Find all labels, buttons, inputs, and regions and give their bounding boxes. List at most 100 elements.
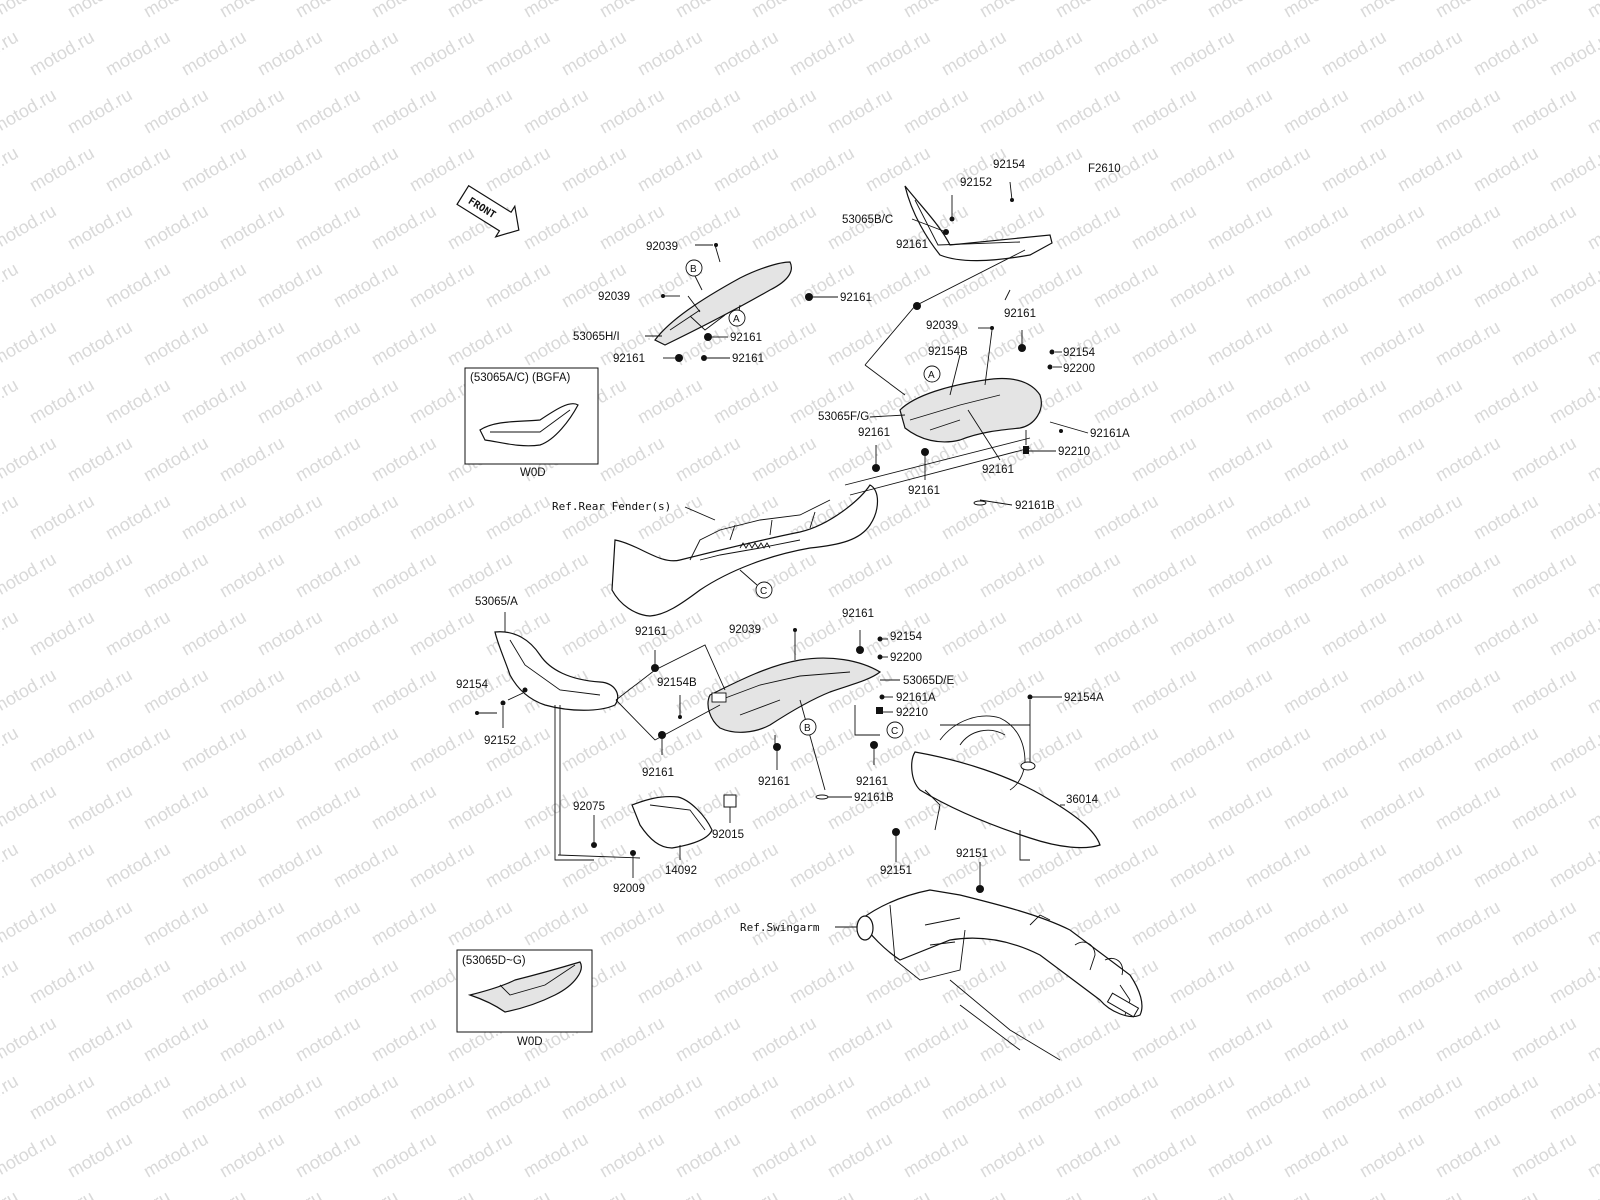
watermark-text: motod.ru [102,1071,174,1124]
front-arrow-icon: FRONT [456,184,520,238]
watermark-text: motod.ru [0,85,60,138]
watermark-text: motod.ru [1432,781,1504,834]
watermark-text: motod.ru [748,433,820,486]
watermark-text: motod.ru [254,143,326,196]
label-92151: 92151 [956,848,988,860]
watermark-text: motod.ru [330,1071,402,1124]
watermark-text: motod.ru [1128,1013,1200,1066]
watermark-text: motod.ru [254,1071,326,1124]
watermark-text: motod.ru [102,955,174,1008]
watermark-text: motod.ru [292,433,364,486]
watermark-text: motod.ru [0,201,60,254]
watermark-text: motod.ru [1242,375,1314,428]
label-92200: 92200 [1063,363,1095,375]
watermark-text: motod.ru [1394,723,1466,776]
watermark-text: motod.ru [748,1013,820,1066]
watermark-text: motod.ru [1014,1187,1086,1200]
watermark-text: motod.ru [0,723,22,776]
watermark-text: motod.ru [1052,85,1124,138]
watermark-text: motod.ru [1280,201,1352,254]
watermark-text: motod.ru [444,549,516,602]
label-53065a: 53065/A [475,596,518,608]
watermark-text: motod.ru [140,201,212,254]
watermark-text: motod.ru [330,143,402,196]
watermark-text: motod.ru [0,955,22,1008]
label-92039: 92039 [646,241,678,253]
watermark-text: motod.ru [216,1129,288,1182]
watermark-text: motod.ru [1356,201,1428,254]
watermark-text: motod.ru [710,839,782,892]
watermark-text: motod.ru [1394,259,1466,312]
watermark-text: motod.ru [1128,201,1200,254]
watermark-text: motod.ru [862,27,934,80]
watermark-text: motod.ru [330,1187,402,1200]
watermark-text: motod.ru [1470,607,1542,660]
watermark-text: motod.ru [1280,1013,1352,1066]
watermark-text: motod.ru [1242,839,1314,892]
watermark-text: motod.ru [824,85,896,138]
watermark-text: motod.ru [140,85,212,138]
label-92161: 92161 [982,464,1014,476]
label-53065hi: 53065H/I [573,331,620,343]
variant-box-1-sub: W0D [520,467,546,479]
watermark-text: motod.ru [1508,1129,1580,1182]
watermark-text: motod.ru [368,665,440,718]
watermark-text: motod.ru [1166,1071,1238,1124]
watermark-text: motod.ru [1584,317,1600,370]
watermark-text: motod.ru [1584,0,1600,21]
watermark-text: motod.ru [1242,1187,1314,1200]
watermark-text: motod.ru [938,1187,1010,1200]
watermark-text: motod.ru [0,665,60,718]
watermark-text: motod.ru [1090,607,1162,660]
watermark-text: motod.ru [482,1071,554,1124]
watermark-text: motod.ru [368,317,440,370]
watermark-text: motod.ru [102,143,174,196]
label-92161: 92161 [858,427,890,439]
watermark-text: motod.ru [26,259,98,312]
watermark-text: motod.ru [824,781,896,834]
watermark-text: motod.ru [1204,433,1276,486]
watermark-text: motod.ru [1584,1129,1600,1182]
watermark-text: motod.ru [216,85,288,138]
watermark-text: motod.ru [0,375,22,428]
watermark-text: motod.ru [1432,897,1504,950]
watermark-text: motod.ru [710,27,782,80]
watermark-text: motod.ru [1204,665,1276,718]
watermark-text: motod.ru [64,0,136,21]
watermark-text: motod.ru [216,1013,288,1066]
watermark-text: motod.ru [1508,549,1580,602]
watermark-text: motod.ru [1090,491,1162,544]
watermark-text: motod.ru [1546,143,1600,196]
watermark-text: motod.ru [444,0,516,21]
watermark-text: motod.ru [1508,1013,1580,1066]
watermark-text: motod.ru [64,549,136,602]
watermark-text: motod.ru [254,375,326,428]
svg-text:B: B [690,264,697,275]
watermark-text: motod.ru [1242,607,1314,660]
watermark-text: motod.ru [1394,955,1466,1008]
watermark-text: motod.ru [406,1071,478,1124]
watermark-text: motod.ru [1204,781,1276,834]
watermark-text: motod.ru [976,0,1048,21]
label-14092: 14092 [665,865,697,877]
watermark-text: motod.ru [1204,549,1276,602]
watermark-text: motod.ru [482,27,554,80]
watermark-text: motod.ru [1584,433,1600,486]
label-53065bc: 53065B/C [842,214,893,226]
watermark-text: motod.ru [1508,781,1580,834]
watermark-text: motod.ru [862,1071,934,1124]
watermark-text: motod.ru [900,1129,972,1182]
watermark-text: motod.ru [254,259,326,312]
watermark-text: motod.ru [1318,723,1390,776]
watermark-text: motod.ru [900,549,972,602]
label-53065de: 53065D/E [903,675,954,687]
ref-circle-c1: C [755,581,773,599]
watermark-text: motod.ru [178,1071,250,1124]
label-92161: 92161 [856,776,888,788]
watermark-text: motod.ru [976,665,1048,718]
watermark-text: motod.ru [1508,317,1580,370]
watermark-text: motod.ru [1356,1013,1428,1066]
watermark-text: motod.ru [1128,781,1200,834]
watermark-text: motod.ru [64,201,136,254]
watermark-text: motod.ru [976,317,1048,370]
